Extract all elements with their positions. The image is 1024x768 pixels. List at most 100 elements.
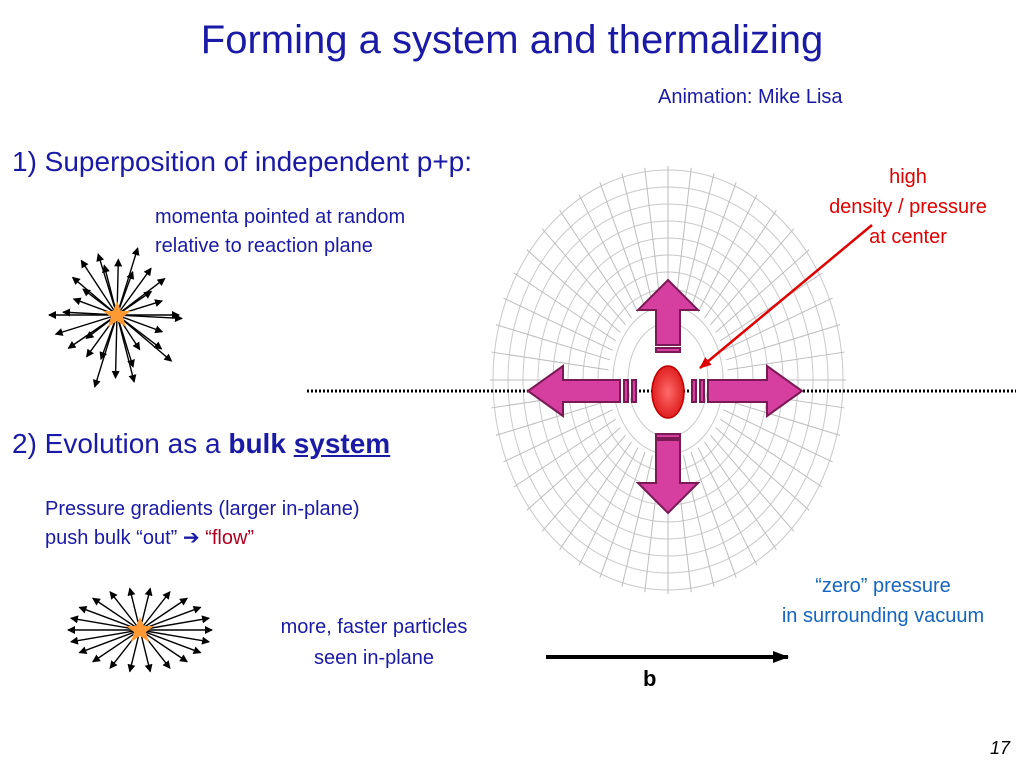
zero-line2: in surrounding vacuum bbox=[781, 605, 985, 627]
pressure-spoke bbox=[559, 209, 632, 319]
pressure-spoke bbox=[541, 228, 626, 326]
section2-description: Pressure gradients (larger in-plane) pus… bbox=[45, 495, 360, 553]
section2-desc-line2: push bulk “out” ➔ “flow” bbox=[45, 524, 360, 553]
pressure-spoke bbox=[675, 167, 692, 303]
pressure-spoke bbox=[503, 297, 613, 351]
momentum-vector bbox=[54, 314, 118, 336]
high-line2: density / pressure bbox=[829, 196, 987, 218]
in-plane-vector bbox=[109, 591, 141, 631]
high-density-label: high density / pressure at center bbox=[796, 162, 1020, 252]
collision-star bbox=[103, 301, 131, 327]
pressure-spoke bbox=[683, 455, 715, 587]
page-number: 17 bbox=[990, 738, 1011, 758]
section1-description: momenta pointed at random relative to re… bbox=[155, 203, 405, 261]
momentum-vector bbox=[111, 314, 120, 379]
section2-heading-prefix: 2) Evolution as a bbox=[12, 428, 229, 459]
momentum-vector bbox=[116, 247, 140, 316]
pressure-spoke bbox=[725, 399, 841, 436]
in-plane-vector bbox=[92, 629, 141, 663]
animation-credit: Animation: Mike Lisa bbox=[658, 86, 843, 108]
section2-desc-prefix: push bulk “out” bbox=[45, 527, 183, 549]
pressure-spoke bbox=[697, 194, 758, 313]
pressure-spoke bbox=[690, 182, 737, 309]
particles-line1: more, faster particles bbox=[280, 616, 468, 638]
pressure-spoke bbox=[719, 272, 823, 342]
pressure-spoke bbox=[715, 427, 810, 511]
in-plane-vector bbox=[69, 629, 141, 645]
pressure-spoke bbox=[513, 418, 617, 488]
section1-desc-line1: momenta pointed at random bbox=[155, 206, 406, 228]
section2-desc-line1: Pressure gradients (larger in-plane) bbox=[45, 498, 360, 520]
in-plane-vector bbox=[139, 629, 188, 663]
momentum-vector bbox=[80, 259, 118, 316]
flow-label: “flow” bbox=[205, 527, 255, 549]
pressure-spoke bbox=[704, 209, 777, 319]
pressure-spoke bbox=[683, 173, 715, 305]
collision-star bbox=[126, 617, 154, 642]
particles-description: more, faster particles seen in-plane bbox=[246, 612, 502, 674]
pressure-spoke bbox=[495, 399, 611, 436]
pressure-spoke bbox=[727, 351, 845, 371]
pressure-spoke bbox=[710, 228, 795, 326]
pressure-spoke bbox=[723, 409, 833, 463]
pressure-spoke bbox=[513, 272, 617, 342]
momentum-vector bbox=[116, 277, 166, 316]
section1-heading: 1) Superposition of independent p+p: bbox=[12, 146, 473, 177]
section2-heading-underlined: system bbox=[293, 428, 391, 459]
in-plane-vector bbox=[78, 629, 141, 654]
zero-line1: “zero” pressure bbox=[815, 575, 951, 597]
momentum-vector bbox=[116, 267, 152, 316]
impact-parameter-label: b bbox=[643, 666, 657, 691]
momentum-vector bbox=[116, 314, 163, 350]
particles-line2: seen in-plane bbox=[313, 647, 435, 669]
high-line3: at center bbox=[869, 226, 947, 248]
high-line1: high bbox=[889, 166, 927, 188]
momentum-vector bbox=[92, 314, 118, 388]
pressure-spoke bbox=[578, 447, 639, 566]
section2-heading: 2) Evolution as a bulk system bbox=[12, 428, 390, 460]
in-plane-vector bbox=[139, 597, 188, 631]
in-plane-vector bbox=[69, 615, 141, 631]
section2-heading-bold: bulk bbox=[228, 428, 286, 459]
pressure-spoke bbox=[559, 441, 632, 551]
in-plane-vector bbox=[139, 629, 211, 645]
pressure-spoke bbox=[621, 173, 653, 305]
pressure-spoke bbox=[495, 324, 611, 361]
in-plane-burst-icon bbox=[67, 587, 213, 673]
pressure-spoke bbox=[526, 249, 621, 333]
zero-pressure-label: “zero” pressure in surrounding vacuum bbox=[748, 571, 1018, 631]
pressure-spoke bbox=[503, 409, 613, 463]
high-density-pointer bbox=[699, 224, 873, 369]
pressure-spoke bbox=[578, 194, 639, 313]
section1-desc-line2: relative to reaction plane bbox=[155, 235, 373, 257]
momentum-vector bbox=[82, 288, 118, 316]
pressure-spoke bbox=[599, 451, 646, 578]
pressure-spoke bbox=[725, 324, 841, 361]
momentum-vector bbox=[96, 253, 118, 316]
in-plane-vector bbox=[139, 615, 211, 631]
pressure-spoke bbox=[621, 455, 653, 587]
pressure-spoke bbox=[719, 418, 823, 488]
momentum-vector bbox=[116, 314, 183, 323]
pressure-spoke bbox=[599, 182, 646, 309]
pressure-spoke bbox=[710, 434, 795, 532]
random-momenta-burst-icon bbox=[48, 247, 183, 388]
pressure-spoke bbox=[541, 434, 626, 532]
pressure-arrows-icon bbox=[526, 278, 804, 515]
pressure-spoke bbox=[715, 249, 810, 333]
pressure-spoke bbox=[491, 351, 609, 371]
pressure-spoke bbox=[644, 167, 661, 303]
right-arrow-icon: ➔ bbox=[182, 527, 200, 549]
in-plane-vector bbox=[92, 597, 141, 631]
pressure-spoke bbox=[704, 441, 777, 551]
high-density-core bbox=[651, 365, 685, 419]
in-plane-vector bbox=[139, 629, 202, 654]
momentum-vector bbox=[116, 314, 164, 334]
pressure-spoke bbox=[526, 427, 621, 511]
in-plane-vector bbox=[139, 591, 171, 631]
pressure-spoke bbox=[690, 451, 737, 578]
slide-title: Forming a system and thermalizing bbox=[200, 18, 824, 62]
pressure-spoke bbox=[697, 447, 758, 566]
pressure-spoke bbox=[723, 297, 833, 351]
